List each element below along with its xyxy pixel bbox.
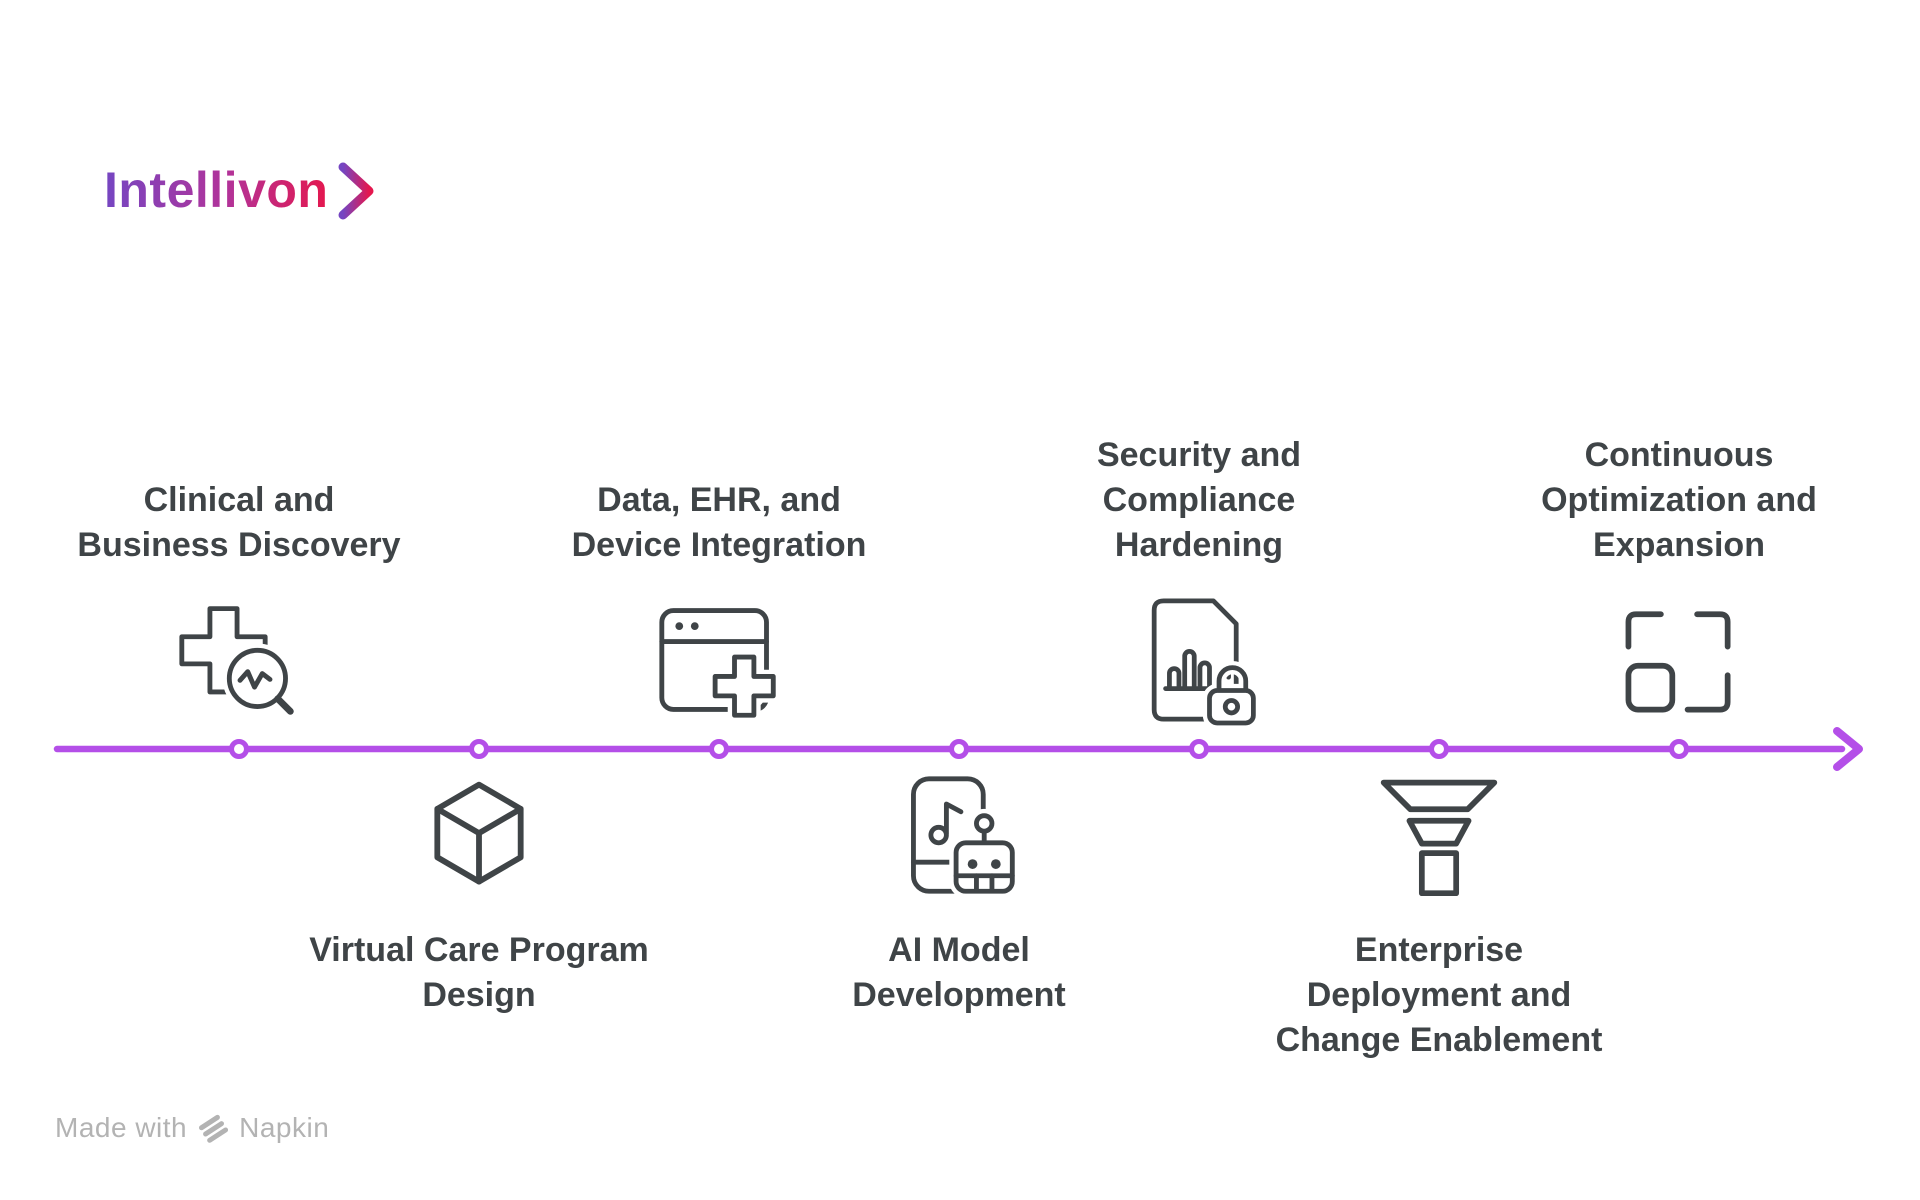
milestone-continuous-optimization-expansion: Continuous Optimization and Expansion xyxy=(1469,433,1889,726)
milestone-enterprise-deployment-change-enablement: Enterprise Deployment and Change Enablem… xyxy=(1229,770,1649,1063)
milestone-label: Continuous Optimization and Expansion xyxy=(1541,436,1817,564)
expand-frame-icon xyxy=(1625,611,1731,713)
milestone-label: Enterprise Deployment and Change Enablem… xyxy=(1275,931,1603,1059)
timeline-node xyxy=(229,739,249,759)
milestone-data-ehr-device-integration: Data, EHR, and Device Integration xyxy=(509,478,929,726)
cube-icon xyxy=(434,781,524,885)
timeline-node xyxy=(1189,739,1209,759)
timeline-node xyxy=(709,739,729,759)
logo-wordmark: Intellivon xyxy=(104,162,329,218)
intellivon-logo: Intellivon xyxy=(104,158,378,222)
milestone-label: Security and Compliance Hardening xyxy=(1096,436,1302,564)
milestone-label: AI Model Development xyxy=(852,931,1066,1014)
watermark-prefix: Made with xyxy=(55,1112,188,1143)
milestone-virtual-care-program-design: Virtual Care Program Design xyxy=(269,770,689,1018)
milestone-security-compliance-hardening: Security and Compliance Hardening xyxy=(989,433,1409,727)
made-with-napkin-watermark: Made with Napkin xyxy=(55,1112,329,1144)
napkin-logo-icon xyxy=(199,1114,229,1143)
milestone-ai-model-development: AI Model Development xyxy=(749,770,1169,1018)
timeline-node xyxy=(949,739,969,759)
milestone-label: Virtual Care Program Design xyxy=(309,931,649,1014)
browser-medical-plus-icon xyxy=(659,608,781,723)
timeline-node xyxy=(469,739,489,759)
timeline-arrow-icon xyxy=(1833,727,1863,771)
funnel-icon xyxy=(1380,779,1498,896)
milestone-clinical-and-business-discovery: Clinical and Business Discovery xyxy=(29,478,449,726)
watermark-brand: Napkin xyxy=(239,1112,330,1143)
chevron-right-icon xyxy=(338,162,374,220)
medical-cross-magnifier-icon xyxy=(179,606,294,715)
milestone-label: Clinical and Business Discovery xyxy=(77,481,401,564)
phone-music-robot-icon xyxy=(911,776,1020,899)
timeline-axis xyxy=(53,727,1863,771)
document-chart-lock-icon xyxy=(1151,598,1261,727)
timeline-node xyxy=(1669,739,1689,759)
milestone-label: Data, EHR, and Device Integration xyxy=(571,481,867,564)
timeline-node xyxy=(1429,739,1449,759)
